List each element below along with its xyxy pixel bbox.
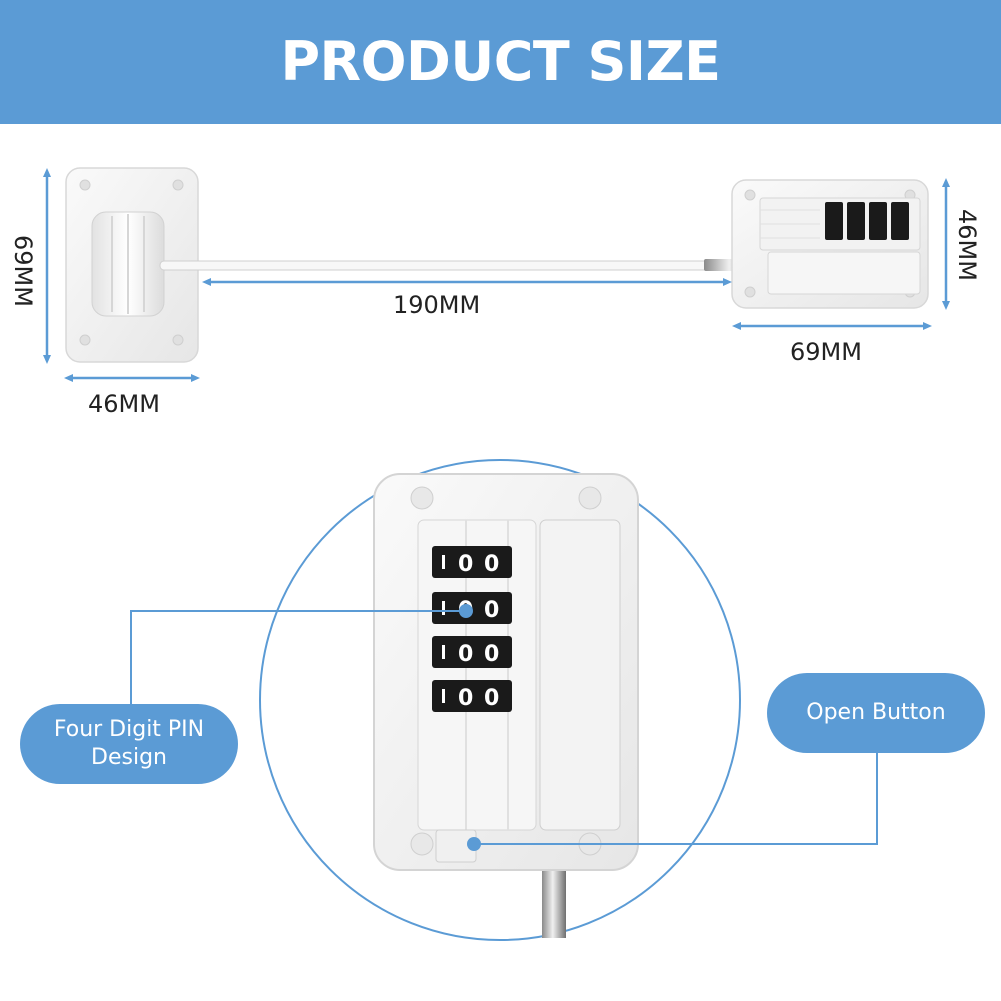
pin-callout-line2: Design <box>91 745 167 770</box>
callout-lines <box>130 610 878 845</box>
svg-text:0: 0 <box>458 686 473 711</box>
svg-text:0: 0 <box>484 642 499 667</box>
svg-text:0: 0 <box>458 642 473 667</box>
open-button-callout: Open Button <box>767 673 985 753</box>
page-title: PRODUCT SIZE <box>280 30 721 93</box>
open-callout-dot <box>467 837 481 851</box>
dial-digit: 0 <box>458 552 473 577</box>
cable-length-label: 190MM <box>393 291 481 319</box>
left-height-label: 69MM <box>9 235 37 307</box>
svg-text:0: 0 <box>484 686 499 711</box>
pin-callout-line1: Four Digit PIN <box>53 717 205 742</box>
svg-text:0: 0 <box>484 598 499 623</box>
dimension-arrows <box>43 168 950 382</box>
right-width-label: 69MM <box>790 338 862 366</box>
svg-text:0: 0 <box>484 552 499 577</box>
open-callout-label: Open Button <box>806 700 946 725</box>
left-width-label: 46MM <box>88 390 160 418</box>
right-height-label: 46MM <box>953 209 981 281</box>
anchor-plate <box>65 167 199 363</box>
lock-dials-small <box>825 202 909 240</box>
pin-design-callout: Four Digit PIN Design <box>20 704 238 784</box>
lock-body <box>731 179 929 309</box>
header-banner <box>0 0 1001 124</box>
steel-cable <box>159 259 760 271</box>
closeup-view: 00 00 00 00 <box>259 459 741 941</box>
pin-callout-dot <box>459 604 473 618</box>
